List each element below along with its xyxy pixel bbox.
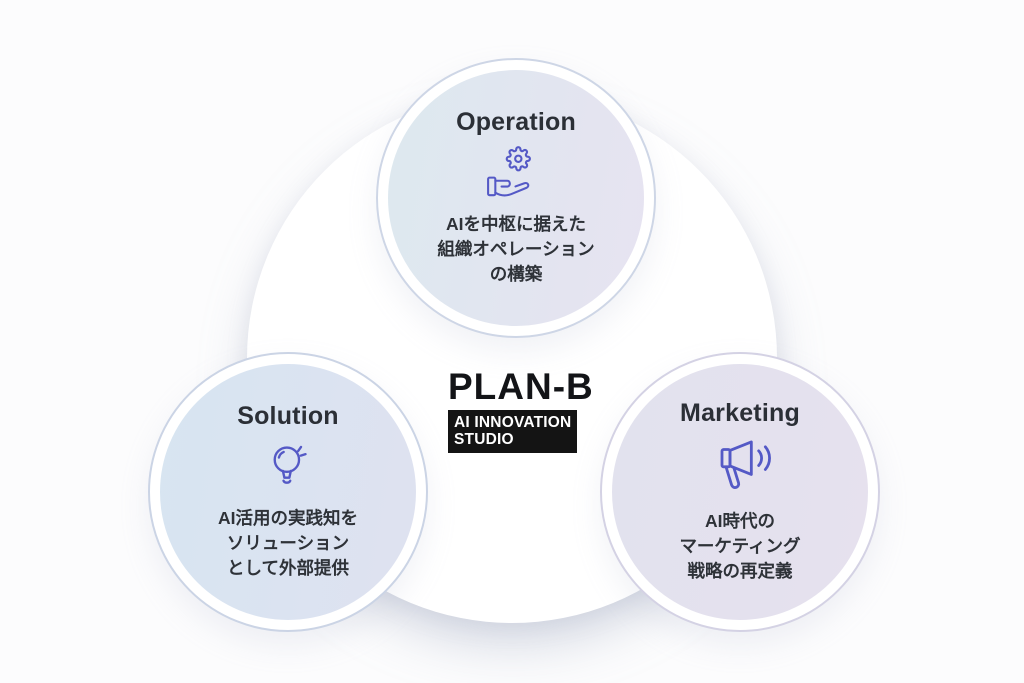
desc-line: AIを中枢に据えた	[446, 214, 586, 235]
node-title-solution: Solution	[237, 401, 339, 430]
badge-line-1: AI INNOVATION	[454, 414, 572, 431]
badge-line-2: STUDIO	[454, 431, 514, 449]
node-marketing-body: Marketing AI時代の マーケティング 戦略の再定義	[612, 364, 868, 620]
lightbulb-icon	[263, 440, 313, 494]
node-solution-body: Solution AI活用の実践知を ソリューション として外部提供	[160, 364, 416, 620]
desc-line: 組織オペレーション	[437, 239, 595, 260]
node-title-operation: Operation	[456, 107, 576, 136]
desc-line: AI活用の実践知を	[218, 508, 358, 529]
plan-b-logo: PLAN-B AI INNOVATION STUDIO	[448, 366, 594, 454]
megaphone-icon	[704, 438, 776, 497]
node-title-marketing: Marketing	[680, 399, 800, 428]
desc-line: の構築	[489, 264, 543, 285]
desc-line: ソリューション	[226, 533, 350, 554]
node-marketing: Marketing AI時代の マーケティング 戦略の再定義	[600, 352, 880, 632]
node-desc-operation: AIを中枢に据えた 組織オペレーション の構築	[437, 212, 594, 287]
node-operation-body: Operation AIを中枢に据えた 組織オペレーショ	[388, 70, 644, 326]
desc-line: AI時代の	[704, 510, 775, 531]
node-solution: Solution AI活用の実践知を ソリューション として外部提供	[148, 352, 428, 632]
brand-badge: AI INNOVATION STUDIO	[448, 410, 578, 454]
node-desc-marketing: AI時代の マーケティング 戦略の再定義	[679, 509, 800, 584]
desc-line: として外部提供	[227, 558, 349, 579]
desc-line: 戦略の再定義	[687, 560, 793, 581]
desc-line: マーケティング	[679, 535, 801, 556]
node-operation: Operation AIを中枢に据えた 組織オペレーショ	[376, 58, 656, 338]
node-desc-solution: AI活用の実践知を ソリューション として外部提供	[218, 506, 358, 581]
brand-name: PLAN-B	[448, 366, 594, 407]
hand-gear-icon	[485, 146, 547, 200]
